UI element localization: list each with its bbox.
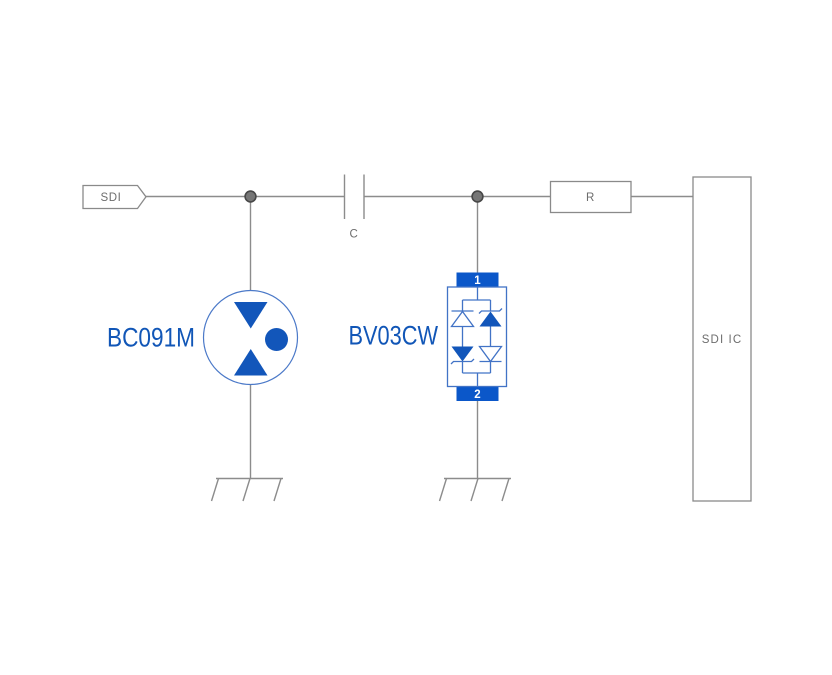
junction-dot-2 <box>471 190 484 203</box>
capacitor-label: C <box>350 229 359 241</box>
input-port-sdi: SDI <box>82 184 147 210</box>
ic-label: SDI IC <box>702 334 742 346</box>
bv03cw-body-outline <box>446 286 508 388</box>
bv03cw-pin2-pad <box>456 386 499 401</box>
bc091m-dot <box>265 328 288 351</box>
diode-bl-triangle <box>451 346 474 362</box>
junction-dot-1 <box>244 190 257 203</box>
ic-outline <box>692 176 752 502</box>
bv03cw-label: BV03CW <box>349 321 439 351</box>
diode-tr-zener-bar <box>478 308 503 314</box>
bv03cw-pin2-number: 2 <box>474 389 480 401</box>
bc091m-triangle-up <box>234 349 268 376</box>
bv03cw-pin1-pad <box>456 272 499 287</box>
diode-br-triangle <box>478 345 503 363</box>
bc091m-triangle-down <box>234 302 268 329</box>
bc091m-label: BC091M <box>107 323 195 353</box>
bv03cw-pin1-number: 1 <box>474 275 481 287</box>
ground1-tick-left <box>210 478 220 502</box>
sdi-port-outline <box>82 184 147 210</box>
resistor-label: R <box>586 192 595 204</box>
ground1-tick-middle <box>242 478 251 502</box>
ground1-tick-right <box>273 478 282 502</box>
ground2-tick-left <box>438 478 448 502</box>
surge-protector-bc091m: BC091M <box>107 289 299 386</box>
bc091m-circle-outline <box>202 289 299 386</box>
ic-sdi-ic: SDI IC <box>692 176 752 502</box>
tvs-array-bv03cw: 1 2 BV03CW <box>349 272 508 401</box>
ground-symbol-1 <box>210 477 283 502</box>
diode-tl-triangle <box>450 310 475 328</box>
ground2-tick-middle <box>470 478 479 502</box>
ground2-tick-right <box>501 478 510 502</box>
resistor-r: R <box>549 180 632 214</box>
sdi-port-label: SDI <box>101 192 122 204</box>
diode-tr-triangle <box>479 311 502 327</box>
ground-symbol-2 <box>438 477 511 502</box>
diode-bl-zener-bar <box>450 358 475 365</box>
capacitor-c: C <box>343 174 365 241</box>
resistor-outline <box>549 180 632 214</box>
